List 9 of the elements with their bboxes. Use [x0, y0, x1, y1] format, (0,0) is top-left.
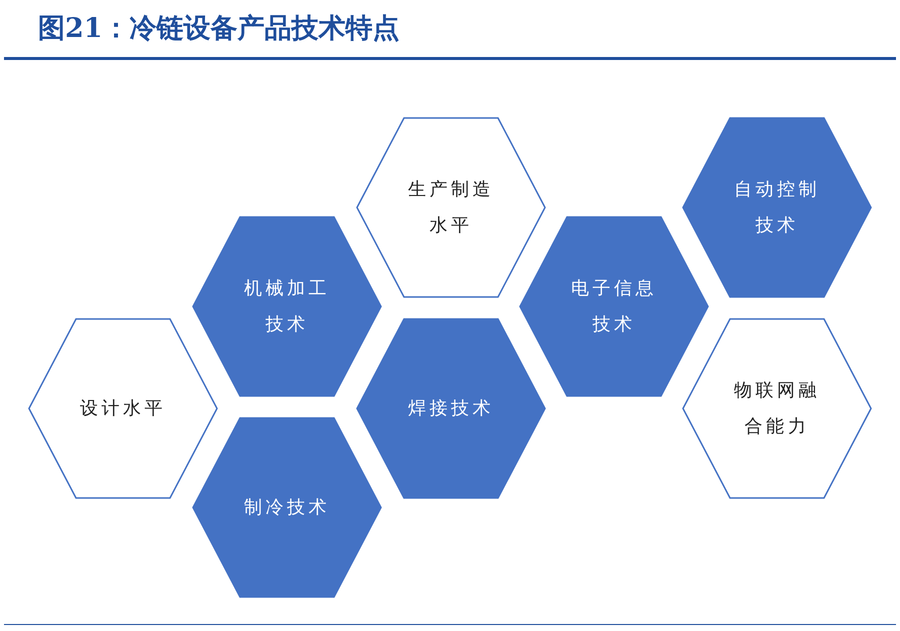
hexagon-label: 焊接技术	[406, 396, 496, 420]
hexagon-label: 自动控制技术	[732, 178, 822, 238]
hexagon-label: 电子信息技术	[570, 276, 658, 336]
hexagon-label: 生产制造水平	[406, 178, 496, 238]
hexagon-label: 制冷技术	[242, 496, 332, 520]
hexagon-label: 物联网融合能力	[732, 378, 822, 438]
hexagon-label: 机械加工技术	[242, 276, 332, 336]
figure-title: 图21：冷链设备产品技术特点	[38, 12, 400, 46]
hexagon-label: 设计水平	[78, 396, 168, 420]
